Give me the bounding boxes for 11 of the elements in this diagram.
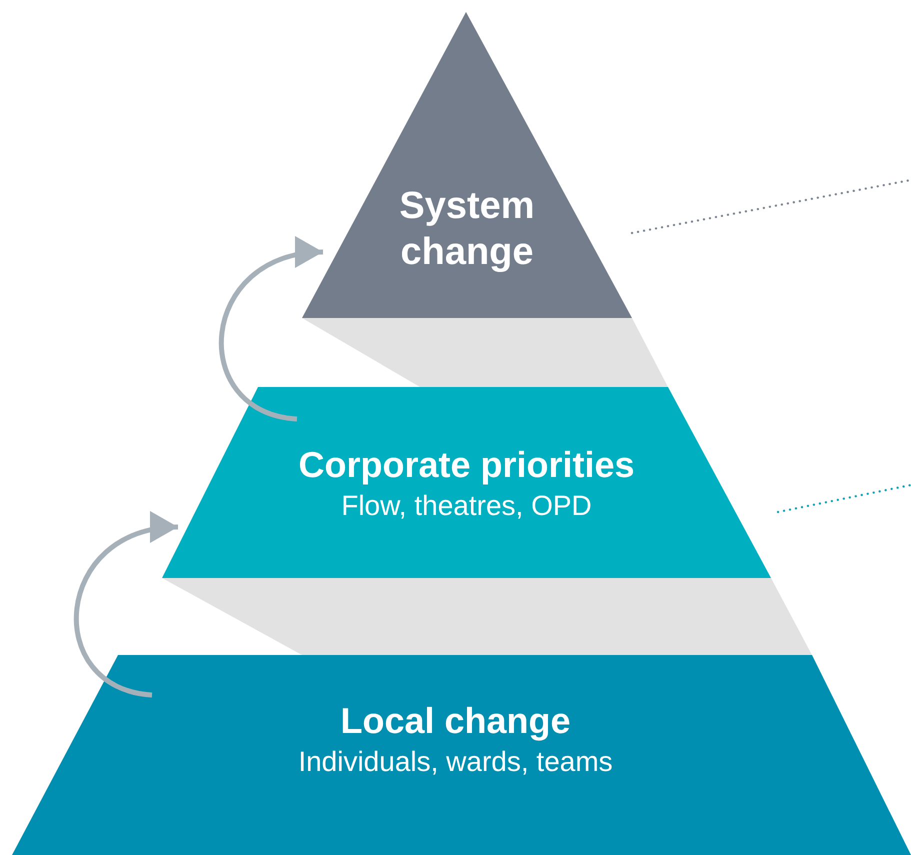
trapezoid-shape	[162, 387, 771, 578]
leader-line	[776, 484, 911, 514]
level-title: Local change	[340, 699, 571, 742]
curved-arrow	[74, 514, 178, 698]
curved-arrow	[219, 239, 324, 422]
triangle-shape	[302, 12, 632, 318]
level-title: Corporate priorities	[298, 443, 635, 486]
level-title: System change	[398, 184, 536, 275]
level-description: Flow, theatres, OPD	[341, 489, 592, 524]
leader-line	[630, 178, 911, 234]
level-description: Individuals, wards, teams	[298, 745, 613, 780]
